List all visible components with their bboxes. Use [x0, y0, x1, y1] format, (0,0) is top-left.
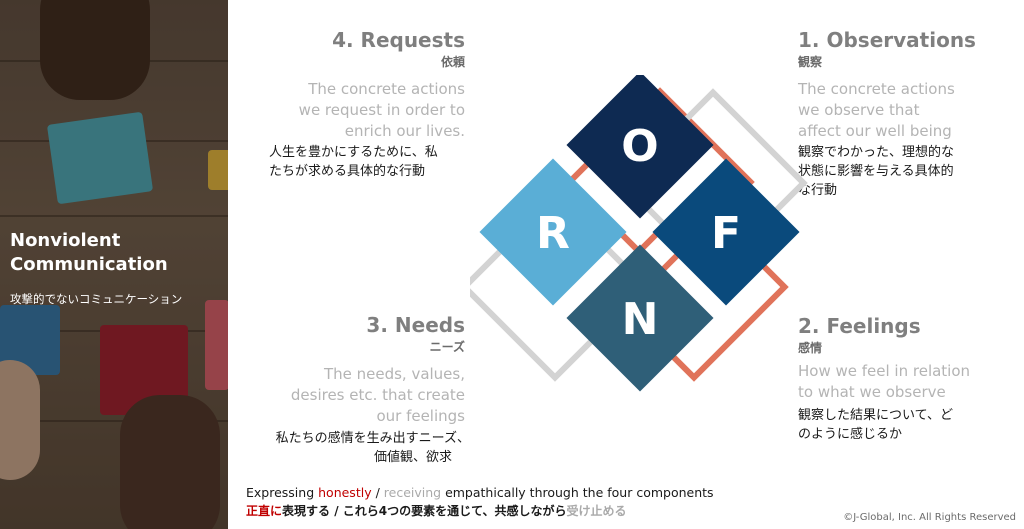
observations-desc-en-line: The concrete actions — [798, 80, 955, 98]
feelings-desc-jp-line: 観察した結果について、ど — [798, 408, 953, 423]
diamond-f-shape — [652, 158, 800, 306]
requests-desc-jp-line: 人生を豊かにするために、私 — [269, 145, 438, 160]
feelings-desc-en: How we feel in relation to what we obser… — [798, 361, 970, 403]
needs-heading-jp: ニーズ — [429, 340, 465, 354]
observations-desc-jp-line: 状態に影響を与える具体的 — [798, 164, 954, 179]
observations-desc-en: The concrete actions we observe that aff… — [798, 79, 955, 142]
needs-desc-jp-line: 私たちの感情を生み出すニーズ、 — [275, 431, 470, 446]
feelings-desc-jp: 観察した結果について、ど のように感じるか — [798, 406, 953, 444]
requests-desc-en-line: The concrete actions — [308, 80, 465, 98]
diamond-r: R — [479, 158, 627, 306]
footer-caption-en: Expressing honestly / receiving empathic… — [246, 485, 714, 500]
requests-heading: 4. Requests — [332, 28, 465, 52]
needs-heading: 3. Needs — [366, 313, 465, 337]
diamond-f: F — [652, 158, 800, 306]
ofnr-diagram: O F N R — [470, 75, 808, 392]
page-subtitle: 攻撃的でないコミュニケーション — [10, 292, 183, 306]
footer-jp-receiving: 受け止める — [566, 504, 627, 518]
header-photo: Nonviolent Communication 攻撃的でないコミュニケーション — [0, 0, 228, 529]
needs-desc-en-line: our feelings — [376, 407, 465, 425]
feelings-heading-jp: 感情 — [798, 341, 823, 355]
requests-desc-jp-line: たちが求める具体的な行動 — [269, 164, 426, 179]
observations-desc-jp-line: 観察でわかった、理想的な — [798, 145, 955, 160]
title-line-2: Communication — [10, 254, 168, 275]
footer-caption-jp: 正直に表現する / これら4つの要素を通じて、共感しながら受け止める — [246, 502, 627, 519]
diamond-o-shape — [566, 75, 714, 219]
footer-jp-part: 表現する / これら4つの要素を通じて、共感しながら — [282, 504, 567, 518]
observations-heading: 1. Observations — [798, 28, 976, 52]
diamond-n-shape — [566, 244, 714, 392]
copyright: ©J-Global, Inc. All Rights Reserved — [843, 512, 1016, 523]
needs-desc-jp: 私たちの感情を生み出すニーズ、 価値観、欲求 — [276, 429, 470, 467]
footer-en-receiving: receiving — [383, 485, 442, 500]
feelings-desc-en-line: How we feel in relation — [798, 362, 971, 380]
footer-en-honestly: honestly — [318, 485, 372, 500]
requests-heading-jp: 依頼 — [440, 55, 465, 69]
observations-desc-en-line: affect our well being — [798, 122, 952, 140]
observations-heading-jp: 観察 — [798, 55, 823, 69]
observations-desc-jp-line: な行動 — [798, 183, 838, 198]
requests-desc-en-line: enrich our lives. — [344, 122, 465, 140]
requests-desc-en-line: we request in order to — [298, 101, 465, 119]
footer-jp-honestly: 正直に — [246, 504, 283, 518]
feelings-desc-en-line: to what we observe — [798, 383, 946, 401]
letter-o: O — [621, 121, 658, 172]
page-title: Nonviolent Communication — [10, 229, 225, 277]
letter-n: N — [622, 294, 659, 345]
observations-desc-en-line: we observe that — [798, 101, 920, 119]
footer-en-part: Expressing — [246, 485, 319, 500]
diamond-n: N — [566, 244, 714, 392]
title-line-1: Nonviolent — [10, 230, 121, 251]
footer-en-separator: / — [371, 485, 384, 500]
needs-desc-jp-line: 価値観、欲求 — [373, 450, 452, 465]
diamond-o: O — [566, 75, 714, 219]
feelings-heading: 2. Feelings — [798, 314, 921, 338]
needs-desc-en: The needs, values, desires etc. that cre… — [291, 364, 465, 427]
needs-desc-en-line: The needs, values, — [323, 365, 465, 383]
requests-desc-jp: 人生を豊かにするために、私 たちが求める具体的な行動 — [269, 143, 438, 181]
letter-r: R — [536, 208, 570, 259]
needs-desc-en-line: desires etc. that create — [290, 386, 465, 404]
footer-en-part: empathically through the four components — [441, 485, 714, 500]
letter-f: F — [711, 208, 741, 259]
diamond-r-shape — [479, 158, 627, 306]
feelings-desc-jp-line: のように感じるか — [798, 427, 903, 442]
requests-desc-en: The concrete actions we request in order… — [299, 79, 465, 142]
observations-desc-jp: 観察でわかった、理想的な 状態に影響を与える具体的 な行動 — [798, 143, 954, 200]
